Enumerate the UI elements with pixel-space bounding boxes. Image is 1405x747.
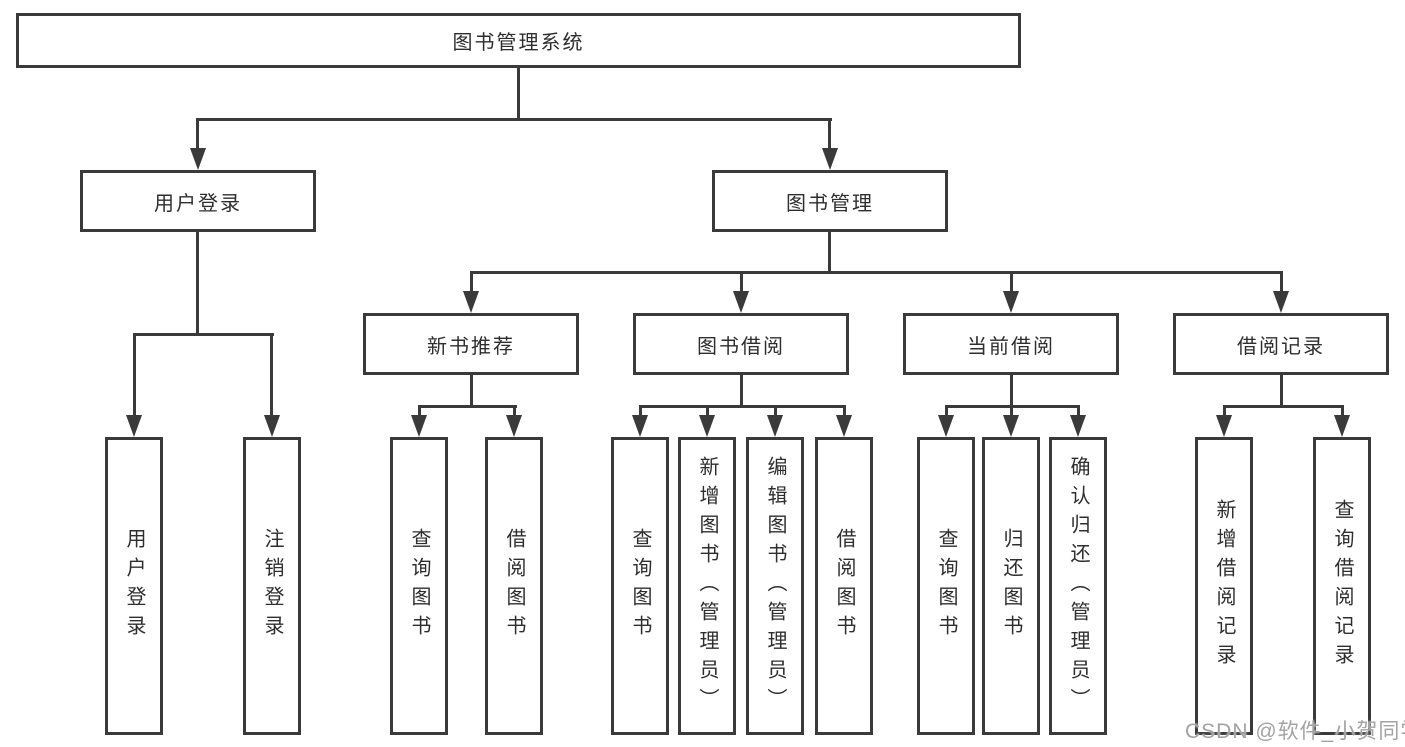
node-user-login: 用户登录 xyxy=(80,170,316,232)
node-book-management: 图书管理 xyxy=(712,170,948,232)
arrow-down-icon xyxy=(463,291,479,313)
leaf-return-books: 归还图书 xyxy=(982,437,1040,735)
connector-stem-leaf xyxy=(1223,405,1226,419)
node-label: 编辑图书（管理员） xyxy=(764,455,786,717)
arrow-down-icon xyxy=(1216,415,1232,437)
connector-stem-book-management xyxy=(828,118,831,150)
leaf-query-borrow-record: 查询借阅记录 xyxy=(1313,437,1371,735)
connector-stem-leaf xyxy=(1341,405,1344,419)
connector-book-borrow-rail xyxy=(639,405,846,408)
connector-stem-current-borrow xyxy=(1010,271,1013,293)
connector-book-management-drop xyxy=(828,232,831,274)
node-label: 新增图书（管理员） xyxy=(696,455,718,717)
node-label: 用户登录 xyxy=(123,528,145,644)
node-label: 新书推荐 xyxy=(427,335,515,358)
arrow-down-icon xyxy=(1334,415,1350,437)
connector-user-login-drop xyxy=(196,232,199,336)
node-label: 用户登录 xyxy=(154,192,242,215)
node-current-borrowing: 当前借阅 xyxy=(903,313,1119,375)
arrow-down-icon xyxy=(1070,415,1086,437)
connector-stem-user-login xyxy=(196,118,199,150)
connector-stem-leaf xyxy=(945,405,948,419)
node-label: 查询图书 xyxy=(408,528,430,644)
connector-stem-new-book xyxy=(470,271,473,293)
connector-borrow-records-rail xyxy=(1223,405,1344,408)
leaf-confirm-return-admin: 确认归还（管理员） xyxy=(1049,437,1107,735)
arrow-down-icon xyxy=(190,148,206,170)
arrow-down-icon xyxy=(822,148,838,170)
leaf-borrow-books: 借阅图书 xyxy=(815,437,873,735)
connector-stem-leaf xyxy=(418,405,421,419)
node-label: 查询图书 xyxy=(935,528,957,644)
node-label: 当前借阅 xyxy=(967,335,1055,358)
node-library-management-system: 图书管理系统 xyxy=(16,13,1021,68)
node-label: 新增借阅记录 xyxy=(1213,499,1235,673)
arrow-down-icon xyxy=(733,291,749,313)
node-label: 图书管理系统 xyxy=(452,32,585,54)
connector-new-book-rail xyxy=(418,405,517,408)
connector-level2-rail xyxy=(196,118,832,121)
connector-new-book-drop xyxy=(470,375,473,408)
connector-root-drop xyxy=(517,68,520,121)
node-label: 归还图书 xyxy=(1000,528,1022,644)
connector-stem-leaf xyxy=(843,405,846,419)
leaf-logout: 注销登录 xyxy=(243,437,301,735)
node-label: 借阅图书 xyxy=(833,528,855,644)
node-label: 图书管理 xyxy=(786,192,874,215)
arrow-down-icon xyxy=(264,415,280,437)
node-label: 查询借阅记录 xyxy=(1331,499,1353,673)
arrow-down-icon xyxy=(411,415,427,437)
arrow-down-icon xyxy=(1003,291,1019,313)
arrow-down-icon xyxy=(699,415,715,437)
leaf-borrow-books-recommend: 借阅图书 xyxy=(485,437,543,735)
arrow-down-icon xyxy=(836,415,852,437)
connector-borrow-records-drop xyxy=(1280,375,1283,408)
connector-stem-leaf-logout xyxy=(270,333,273,417)
connector-stem-leaf xyxy=(706,405,709,419)
node-label: 注销登录 xyxy=(261,528,283,644)
node-label: 借阅记录 xyxy=(1237,335,1325,358)
node-borrowing-records: 借阅记录 xyxy=(1173,313,1389,375)
leaf-query-books-borrow: 查询图书 xyxy=(611,437,669,735)
connector-current-borrow-drop xyxy=(1010,375,1013,408)
arrow-down-icon xyxy=(938,415,954,437)
leaf-add-books-admin: 新增图书（管理员） xyxy=(678,437,736,735)
arrow-down-icon xyxy=(126,415,142,437)
arrow-down-icon xyxy=(767,415,783,437)
node-label: 查询图书 xyxy=(629,528,651,644)
leaf-edit-books-admin: 编辑图书（管理员） xyxy=(746,437,804,735)
arrow-down-icon xyxy=(632,415,648,437)
leaf-add-borrow-record: 新增借阅记录 xyxy=(1195,437,1253,735)
connector-book-borrow-drop xyxy=(740,375,743,408)
leaf-user-login: 用户登录 xyxy=(105,437,163,735)
connector-stem-leaf-login xyxy=(133,333,136,417)
connector-stem-leaf xyxy=(774,405,777,419)
leaf-query-books-recommend: 查询图书 xyxy=(390,437,448,735)
leaf-query-books-current: 查询图书 xyxy=(917,437,975,735)
arrow-down-icon xyxy=(1273,291,1289,313)
arrow-down-icon xyxy=(1003,415,1019,437)
node-label: 借阅图书 xyxy=(503,528,525,644)
connector-level3-rail xyxy=(470,271,1282,274)
arrow-down-icon xyxy=(506,415,522,437)
connector-stem-leaf xyxy=(513,405,516,419)
node-book-borrowing: 图书借阅 xyxy=(633,313,849,375)
node-label: 确认归还（管理员） xyxy=(1067,455,1089,717)
node-label: 图书借阅 xyxy=(697,335,785,358)
connector-stem-book-borrow xyxy=(740,271,743,293)
csdn-watermark: CSDN @软件_小贺同学 xyxy=(1185,720,1405,743)
node-new-book-recommendation: 新书推荐 xyxy=(363,313,579,375)
connector-stem-leaf xyxy=(1077,405,1080,419)
connector-stem-leaf xyxy=(639,405,642,419)
connector-user-login-rail xyxy=(133,333,274,336)
connector-stem-borrow-records xyxy=(1280,271,1283,293)
connector-stem-leaf xyxy=(1010,405,1013,419)
